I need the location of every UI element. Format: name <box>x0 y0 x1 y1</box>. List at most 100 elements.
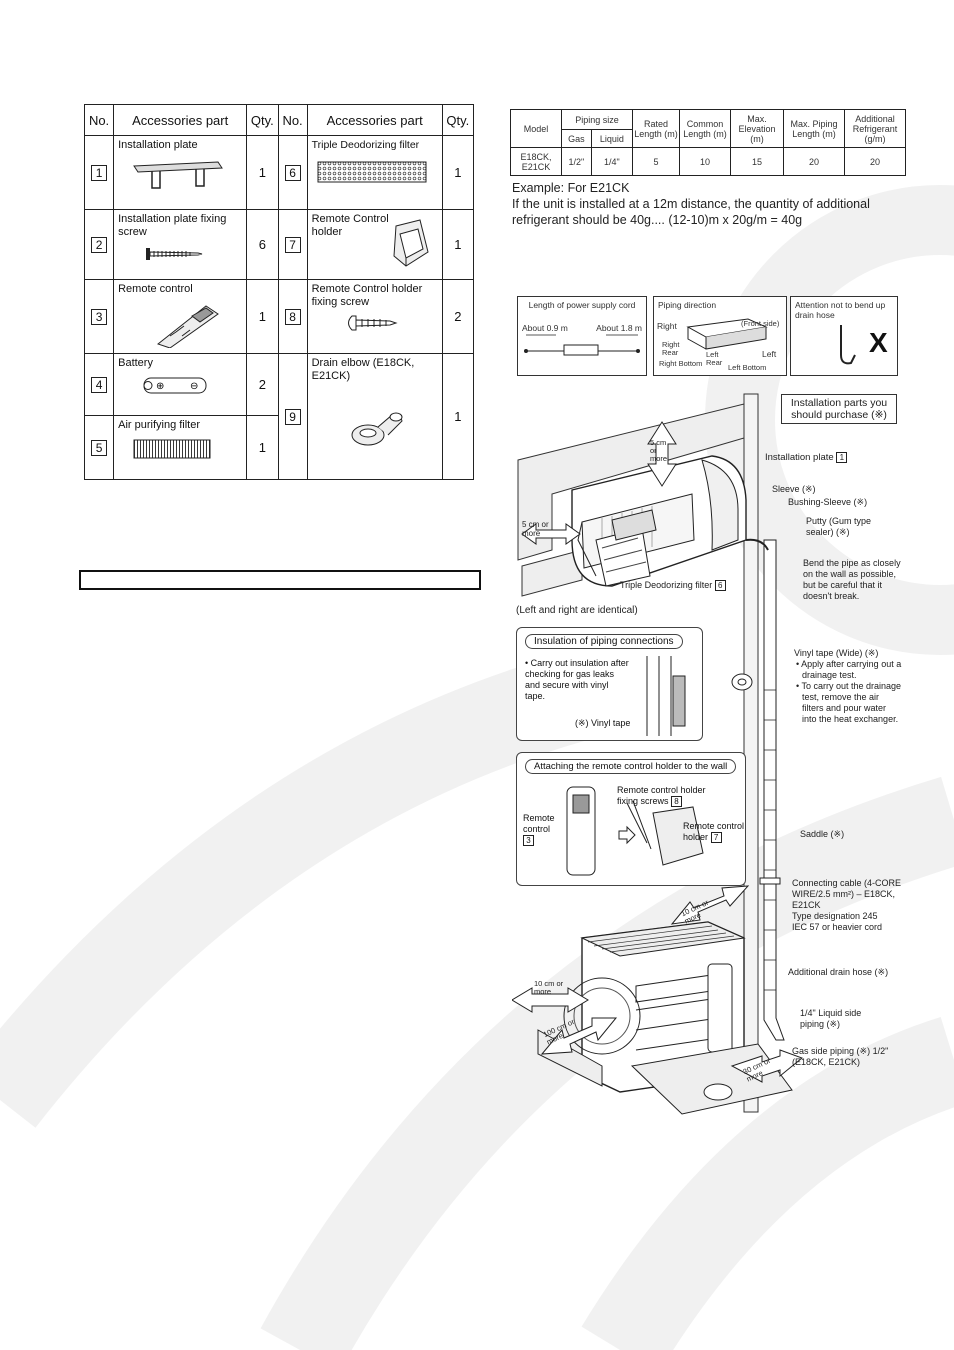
rc-screws-no: 8 <box>671 796 683 807</box>
part-name: Installation plate <box>118 139 198 151</box>
rc-text: Remote control <box>523 813 555 834</box>
dir-right-bottom-label: Right Bottom <box>659 359 703 368</box>
triple-filter-no: 6 <box>714 580 726 591</box>
col-max-elevation: Max. Elevation (m) <box>730 109 784 148</box>
part-name: Remote Control holder <box>311 213 389 238</box>
vinyl-bullet-2: To carry out the drainage test, remove t… <box>801 681 902 724</box>
item-number: 9 <box>284 408 301 425</box>
col-qty: Qty. <box>441 104 475 136</box>
installation-plate-icon <box>133 161 224 189</box>
drain-attention-box: Attention not to bend up drain hose X <box>790 296 898 376</box>
attention-text: Attention not to bend up drain hose <box>795 300 886 320</box>
cell-liquid: 1/4" <box>590 147 634 176</box>
liquid-pipe-label: 1/4" Liquid side piping (※) <box>800 1008 862 1029</box>
table-row: E18CK, E21CK 1/2" 1/4" 5 10 15 20 20 <box>510 147 906 176</box>
part-name: Remote Control holder fixing screw <box>311 283 423 308</box>
qty-value: 1 <box>441 353 475 480</box>
example-line: refrigerant should be 40g.... (12-10)m x… <box>512 213 803 227</box>
cell-rated: 5 <box>632 147 680 176</box>
col-gas: Gas <box>561 129 592 148</box>
saddle-label: Saddle (※) <box>800 829 845 839</box>
item-number: 7 <box>284 236 301 253</box>
putty-label: Putty (Gum type sealer) (※) <box>806 516 872 537</box>
dir-front-label: (Front side) <box>741 319 780 328</box>
cell-max-elevation: 15 <box>730 147 784 176</box>
col-no: No. <box>277 104 308 136</box>
table-row: 2 Installation plate fixing screw 6 7 Re… <box>83 209 475 280</box>
item-number: 4 <box>91 376 108 393</box>
cell-common: 10 <box>679 147 731 176</box>
col-part: Accessories part <box>306 104 443 136</box>
svg-text:⊕: ⊕ <box>156 381 164 392</box>
left-right-identical-label: (Left and right are identical) <box>516 605 638 616</box>
screw-icon <box>347 315 398 331</box>
screw-icon <box>146 248 203 260</box>
qty-value: 2 <box>441 279 475 354</box>
dir-right-label: Right <box>657 321 677 331</box>
triple-filter-label: Triple Deodorizing filter 6 <box>620 580 726 591</box>
connecting-cable-label: Connecting cable (4-CORE WIRE/2.5 mm²) –… <box>792 878 902 910</box>
table-row: 1 Installation plate 1 6 Triple Deodoriz… <box>83 135 475 210</box>
insulation-title: Insulation of piping connections <box>525 634 683 649</box>
clearance-10cm-left: 10 cm or more <box>534 979 564 996</box>
vinyl-bullet-1: Apply after carrying out a drainage test… <box>801 659 902 680</box>
table-row: 3 Remote control 1 8 Remote Control hold… <box>83 279 475 354</box>
col-max-piping: Max. Piping Length (m) <box>783 109 845 148</box>
vinyl-tape-label: (※) Vinyl tape <box>575 718 631 728</box>
attach-title: Attaching the remote control holder to t… <box>525 759 737 774</box>
table-row: 4 Battery ⊕ ⊖ 2 9 Drain elbow (E18CK, E2… <box>83 353 475 480</box>
installation-plate-label: Installation plate 1 <box>765 452 848 463</box>
dir-left-label: Left <box>762 349 777 359</box>
cell-gas: 1/2" <box>561 147 592 176</box>
drain-hose-icon <box>840 325 856 365</box>
col-liquid: Liquid <box>590 129 634 148</box>
piping-spec-table: Model Piping size Rated Length (m) Commo… <box>510 109 906 176</box>
part-name: Drain elbow (E18CK, E21CK) <box>311 357 415 382</box>
sleeve-label: Sleeve (※) <box>772 484 816 494</box>
inst-plate-no: 1 <box>836 452 848 463</box>
qty-value: 6 <box>246 209 279 280</box>
deodorizing-filter-icon <box>317 161 427 183</box>
qty-value: 1 <box>246 135 279 210</box>
table-row: 5 Air purifying filter 1 <box>83 415 474 480</box>
vinyl-wide-label: Vinyl tape (Wide) (※) <box>794 648 879 658</box>
insulation-note: Insulation of piping connections • Carry… <box>516 627 703 741</box>
vinyl-tape-wide-block: Vinyl tape (Wide) (※) • Apply after carr… <box>794 648 902 724</box>
col-piping-size: Piping size <box>561 109 633 130</box>
remote-holder-icon <box>393 219 429 267</box>
svg-text:⊖: ⊖ <box>190 381 198 392</box>
item-number: 2 <box>91 236 108 253</box>
cell-model: E18CK, E21CK <box>510 147 562 176</box>
drain-elbow-icon <box>351 412 403 446</box>
part-name: Installation plate fixing screw <box>118 213 227 238</box>
accessories-table: No. Accessories part Qty. No. Accessorie… <box>83 104 475 480</box>
part-name: Battery <box>118 357 153 369</box>
inst-plate-text: Installation plate <box>765 452 834 463</box>
insulation-text-body: Carry out insulation after checking for … <box>525 658 629 701</box>
cell-max-piping: 20 <box>783 147 845 176</box>
example-title: Example: For E21CK <box>512 181 630 195</box>
item-number: 3 <box>91 308 108 325</box>
cell-additional-refrigerant: 20 <box>844 147 906 176</box>
remote-control-icon <box>157 305 219 348</box>
x-mark-icon: X <box>869 327 888 358</box>
col-qty: Qty. <box>246 104 279 136</box>
dir-left-bottom-label: Left Bottom <box>728 363 767 372</box>
bend-pipe-label: Bend the pipe as closely on the wall as … <box>803 558 901 601</box>
power-cord-box: Length of power supply cord About 0.9 m … <box>517 296 647 376</box>
rc-screws-text: Remote control holder fixing screws <box>617 785 706 806</box>
rc-label: Remote control 3 <box>523 813 563 846</box>
power-cord-title: Length of power supply cord <box>528 300 636 310</box>
qty-value: 1 <box>246 415 279 480</box>
col-model: Model <box>510 109 562 148</box>
about-09-label: About 0.9 m <box>522 323 568 333</box>
col-no: No. <box>83 104 115 136</box>
air-filter-icon <box>133 439 211 459</box>
item-number: 8 <box>284 308 301 325</box>
dir-right-rear-label: Right Rear <box>662 340 680 357</box>
qty-value: 1 <box>441 135 475 210</box>
item-number: 5 <box>91 439 108 456</box>
part-name: Remote control <box>118 283 193 295</box>
rc-no: 3 <box>523 835 534 846</box>
five-cm-top-label: 5 cm or more <box>650 438 668 463</box>
